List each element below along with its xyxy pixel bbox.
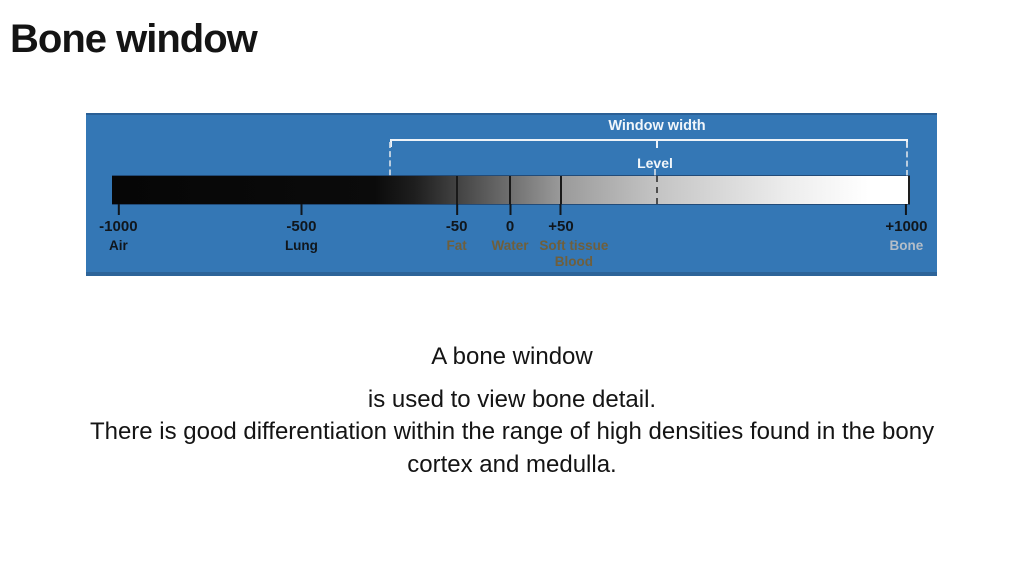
level-dashed-line-on-bar (656, 176, 659, 204)
tick-name: Fat (446, 238, 467, 253)
tick-mark (117, 204, 120, 215)
window-width-bracket (390, 139, 908, 149)
bracket-center-tick (656, 141, 658, 148)
bar-tick-zero (509, 176, 511, 204)
bracket-left-end (390, 141, 392, 147)
scale-tick-fat: -50 Fat (446, 204, 468, 254)
tick-name-line1: Soft tissue (539, 238, 609, 253)
tick-mark (300, 204, 303, 215)
tick-name-line2: Blood (554, 254, 594, 269)
scale-tick-water: 0 Water (491, 204, 529, 254)
tick-mark (559, 204, 562, 215)
scale-tick-soft-tissue: +50 Soft tissue Blood (526, 204, 608, 270)
slide-title: Bone window (10, 17, 258, 61)
window-width-label: Window width (608, 118, 706, 134)
tick-value: 0 (505, 218, 515, 235)
tick-value: -1000 (99, 218, 138, 235)
level-label: Level (637, 155, 673, 171)
bar-tick-plus50 (559, 176, 562, 204)
scale-tick-air: -1000 Air (99, 204, 138, 254)
caption-text-block: A bone window is used to view bone detai… (0, 341, 1024, 481)
tick-name: Lung (284, 238, 318, 253)
hu-scale-labels: -1000 Air -500 Lung -50 Fat 0 Water +50 (99, 204, 927, 278)
tick-mark (905, 204, 908, 215)
scale-tick-bone: +1000 Bone (885, 204, 927, 254)
tick-value: +1000 (885, 218, 928, 235)
bar-tick-minus50 (455, 176, 458, 204)
window-right-dashed-line (906, 142, 908, 176)
scale-tick-lung: -500 Lung (285, 204, 318, 254)
caption-line-2: is used to view bone detail. (367, 385, 657, 413)
tick-name: Air (108, 238, 128, 253)
tick-value: -500 (286, 218, 317, 235)
tick-mark (455, 204, 458, 215)
hounsfield-scale-diagram: Window width Level -1000 Air -500 (86, 113, 937, 276)
hounsfield-gradient-bar (112, 176, 910, 204)
caption-line-3: There is good differentiation within the… (89, 418, 935, 445)
tick-mark (508, 204, 511, 215)
tick-name: Soft tissue Blood (539, 238, 608, 270)
level-dashed-line-upper (654, 169, 656, 177)
caption-line-1: A bone window (431, 343, 593, 370)
tick-value: -50 (445, 218, 468, 235)
tick-name: Bone (889, 238, 924, 253)
tick-value: +50 (548, 218, 574, 235)
window-left-dashed-line (389, 142, 391, 203)
tick-name: Water (491, 238, 529, 253)
caption-line-4: cortex and medulla. (407, 450, 617, 478)
